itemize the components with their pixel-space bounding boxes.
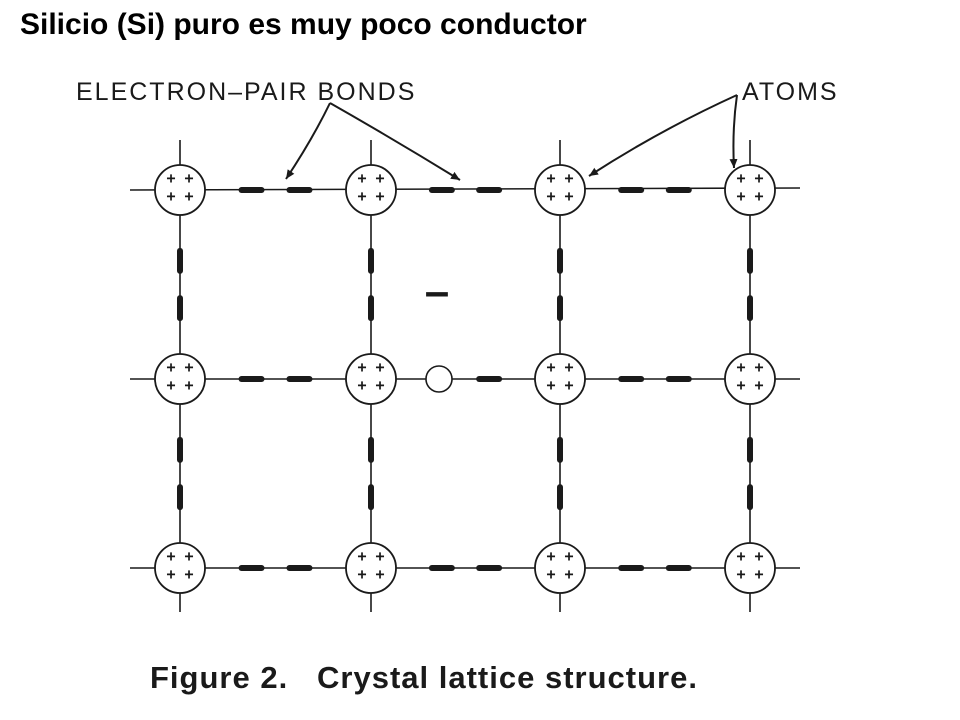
atom-charge-symbol: + + bbox=[736, 565, 763, 583]
silicon-atom: + ++ + bbox=[154, 164, 206, 216]
callout-electron-pair-bonds: ELECTRON–PAIR BONDS bbox=[76, 78, 416, 106]
atom-core bbox=[345, 542, 397, 594]
silicon-atom: + ++ + bbox=[534, 542, 586, 594]
atom-charge-symbol: + + bbox=[546, 547, 573, 565]
electron-pair-bonds bbox=[177, 187, 753, 571]
atom-core bbox=[724, 542, 776, 594]
bond-arrow-left bbox=[285, 102, 331, 180]
figure-caption: Figure 2. Crystal lattice structure. bbox=[150, 660, 698, 695]
atom-charge-symbol: + + bbox=[546, 376, 573, 394]
atom-core bbox=[724, 164, 776, 216]
atom-charge-symbol: + + bbox=[166, 187, 193, 205]
atom-core bbox=[724, 353, 776, 405]
atom-charge-symbol: + + bbox=[166, 376, 193, 394]
lattice-row-line bbox=[129, 187, 801, 191]
atom-arrow-left bbox=[588, 94, 738, 177]
atom-charge-symbol: + + bbox=[546, 358, 573, 376]
atom-charge-symbol: + + bbox=[166, 547, 193, 565]
atom-charge-symbol: + + bbox=[357, 376, 384, 394]
lattice-lines bbox=[129, 140, 801, 612]
atom-charge-symbol: + + bbox=[736, 169, 763, 187]
atom-charge-symbol: + + bbox=[357, 358, 384, 376]
callout-atoms: ATOMS bbox=[742, 78, 839, 106]
atom-charge-symbol: + + bbox=[736, 358, 763, 376]
atom-charge-symbol: + + bbox=[546, 187, 573, 205]
silicon-atom: + ++ + bbox=[724, 164, 776, 216]
atom-core bbox=[534, 164, 586, 216]
silicon-atom: + ++ + bbox=[345, 353, 397, 405]
slide-title: Silicio (Si) puro es muy poco conductor bbox=[20, 8, 587, 41]
silicon-atom: + ++ + bbox=[154, 353, 206, 405]
free-electron: – bbox=[425, 267, 449, 316]
atom-charge-symbol: + + bbox=[357, 547, 384, 565]
silicon-atom: + ++ + bbox=[534, 164, 586, 216]
atom-arrow-right bbox=[729, 94, 738, 169]
atom-charge-symbol: + + bbox=[357, 169, 384, 187]
silicon-atom: + ++ + bbox=[345, 542, 397, 594]
callout-arrows bbox=[285, 94, 738, 181]
atoms: + ++ ++ ++ ++ ++ ++ ++ ++ ++ ++ ++ ++ ++… bbox=[154, 164, 776, 594]
silicon-atom: + ++ + bbox=[724, 542, 776, 594]
atom-charge-symbol: + + bbox=[357, 565, 384, 583]
atom-charge-symbol: + + bbox=[357, 187, 384, 205]
atom-charge-symbol: + + bbox=[736, 376, 763, 394]
silicon-atom: + ++ + bbox=[534, 353, 586, 405]
hole bbox=[425, 365, 453, 393]
atom-core bbox=[154, 164, 206, 216]
atom-charge-symbol: + + bbox=[166, 358, 193, 376]
bond-arrow-right bbox=[329, 102, 461, 181]
atom-core bbox=[154, 353, 206, 405]
atom-core bbox=[534, 542, 586, 594]
atom-charge-symbol: + + bbox=[736, 547, 763, 565]
atom-charge-symbol: + + bbox=[736, 187, 763, 205]
atom-charge-symbol: + + bbox=[166, 565, 193, 583]
atom-core bbox=[345, 353, 397, 405]
atom-core bbox=[154, 542, 206, 594]
silicon-atom: + ++ + bbox=[724, 353, 776, 405]
silicon-atom: + ++ + bbox=[154, 542, 206, 594]
atom-charge-symbol: + + bbox=[546, 169, 573, 187]
atom-core bbox=[534, 353, 586, 405]
atom-charge-symbol: + + bbox=[166, 169, 193, 187]
silicon-atom: + ++ + bbox=[345, 164, 397, 216]
atom-core bbox=[345, 164, 397, 216]
atom-charge-symbol: + + bbox=[546, 565, 573, 583]
